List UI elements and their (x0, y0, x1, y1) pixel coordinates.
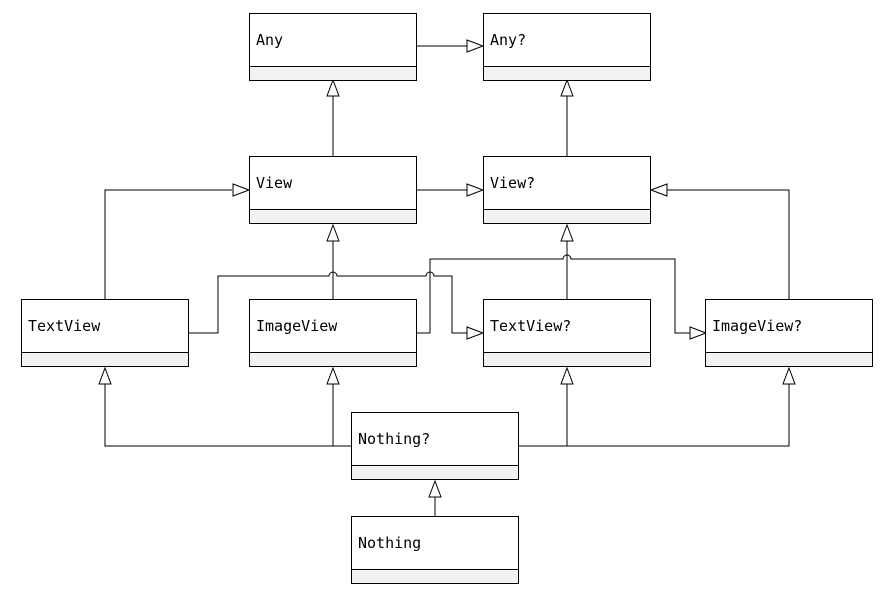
class-any-nullable[interactable]: Any? (483, 13, 651, 81)
arrowhead-any-nullable-left (466, 39, 485, 53)
class-any-nullable-members (484, 66, 650, 80)
class-view-name: View (256, 174, 293, 192)
arrowhead-imageview-nullable-bottom (782, 366, 796, 385)
class-view-members (250, 209, 416, 223)
class-any-name: Any (256, 31, 284, 49)
edge-textview-to-textview-nullable (189, 271, 467, 334)
class-imageview-nullable[interactable]: ImageView? (705, 299, 873, 367)
edge-nothing-nullable-to-textview (104, 384, 351, 447)
class-view-nullable[interactable]: View? (483, 156, 651, 224)
edge-nothing-nullable-to-imageview-nullable (519, 384, 790, 447)
class-view-nullable-name: View? (490, 174, 536, 192)
class-imageview-name: ImageView (256, 317, 338, 335)
class-textview-name: TextView (28, 317, 101, 335)
arrowhead-view-nullable-bottom (560, 223, 574, 242)
class-textview-nullable[interactable]: TextView? (483, 299, 651, 367)
edge-imageview-nullable-to-view-nullable (667, 189, 790, 299)
edge-textview-to-view (104, 189, 232, 299)
class-view-nullable-members (484, 209, 650, 223)
arrowhead-any-nullable-bottom (560, 78, 574, 97)
edge-imageview-to-imageview-nullable (417, 254, 690, 334)
class-textview-nullable-members (484, 352, 650, 366)
arrowhead-imageview-bottom (326, 366, 340, 385)
class-any[interactable]: Any (249, 13, 417, 81)
class-view[interactable]: View (249, 156, 417, 224)
class-nothing-nullable-members (352, 465, 518, 479)
arrowhead-imageview-nullable-left (689, 326, 708, 340)
edge-nothing-nullable-to-textview-nullable (519, 384, 568, 447)
arrowhead-textview-bottom (98, 366, 112, 385)
class-textview-members (22, 352, 188, 366)
class-any-nullable-name: Any? (490, 31, 527, 49)
class-nothing-nullable-name: Nothing? (358, 430, 431, 448)
class-any-members (250, 66, 416, 80)
arrowhead-nothing-nullable-bottom (428, 479, 442, 498)
arrowhead-textview-nullable-bottom (560, 366, 574, 385)
class-imageview-nullable-name: ImageView? (712, 317, 803, 335)
class-imageview-nullable-members (706, 352, 872, 366)
arrowhead-view-bottom (326, 223, 340, 242)
class-nothing-name: Nothing (358, 534, 422, 552)
class-nothing-members (352, 569, 518, 583)
class-textview-nullable-name: TextView? (490, 317, 572, 335)
class-imageview[interactable]: ImageView (249, 299, 417, 367)
class-textview[interactable]: TextView (21, 299, 189, 367)
arrowhead-any-bottom (326, 78, 340, 97)
arrowhead-textview-nullable-left (466, 326, 485, 340)
arrowhead-view-nullable-left (466, 183, 485, 197)
class-nothing-nullable[interactable]: Nothing? (351, 412, 519, 480)
arrowhead-view-left (232, 183, 251, 197)
class-imageview-members (250, 352, 416, 366)
class-nothing[interactable]: Nothing (351, 516, 519, 584)
arrowhead-view-nullable-right (649, 183, 668, 197)
